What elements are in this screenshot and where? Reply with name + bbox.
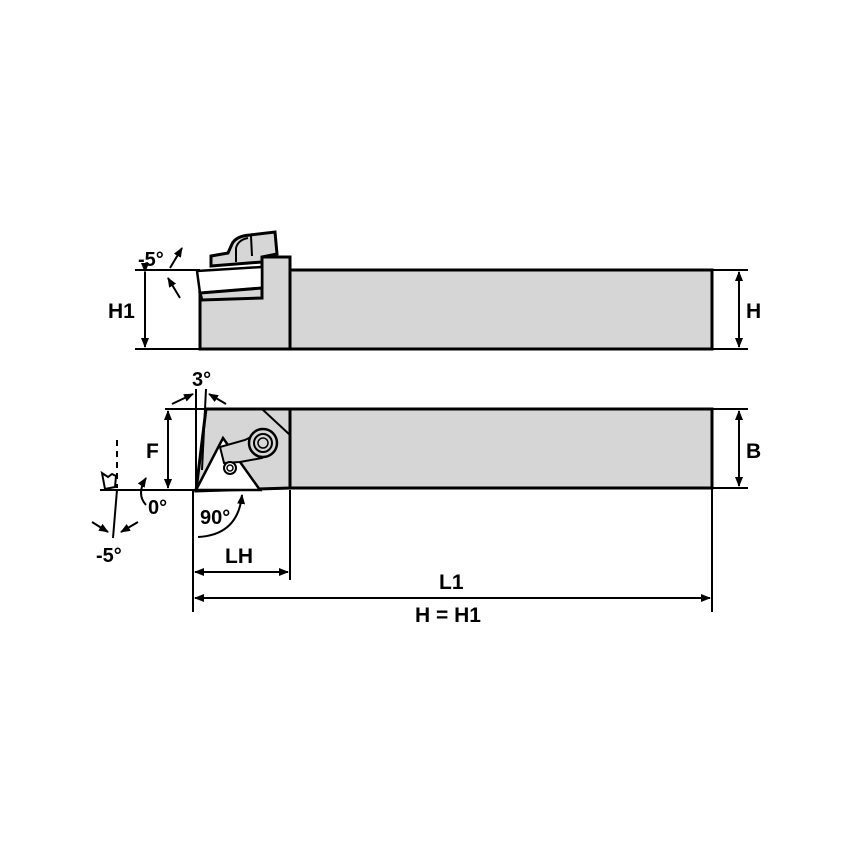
l1-label: L1 bbox=[439, 571, 464, 594]
rake-arrow-left bbox=[91, 521, 109, 533]
rake-angle-label: -5° bbox=[96, 545, 122, 567]
lead-angle-arc bbox=[137, 477, 147, 506]
clamp-screw-inner bbox=[253, 433, 273, 453]
lh-label: LH bbox=[225, 545, 253, 568]
clearance-arrow-left bbox=[171, 393, 194, 405]
chip-profile-icon bbox=[100, 470, 118, 491]
clamp-screw-hex-icon bbox=[257, 437, 269, 449]
top-shank bbox=[288, 407, 714, 490]
clearance-flank-line bbox=[201, 388, 207, 471]
top-view: 3° F B 0° -5° 90° LH bbox=[91, 369, 761, 612]
clearance-angle-label: 3° bbox=[192, 369, 211, 391]
approach-angle-label: 90° bbox=[200, 507, 230, 529]
side-clamp-edge bbox=[250, 235, 253, 257]
incl-arrow-top bbox=[169, 247, 183, 269]
side-clamp bbox=[209, 230, 279, 268]
side-shank bbox=[288, 268, 714, 351]
clearance-arrow-right bbox=[208, 393, 227, 405]
equality-note: H = H1 bbox=[415, 604, 481, 627]
insert-hole-inner bbox=[226, 464, 234, 472]
f-label: F bbox=[146, 440, 159, 463]
rake-line bbox=[112, 489, 118, 539]
approach-angle-arc bbox=[197, 494, 246, 538]
insert-hole-outer bbox=[223, 461, 237, 475]
overall-dimension: L1 H = H1 bbox=[194, 488, 713, 627]
side-view: H1 H -5° bbox=[108, 230, 761, 351]
b-label: B bbox=[746, 440, 761, 463]
incl-arrow-bottom bbox=[167, 277, 181, 299]
head-chamfer bbox=[261, 408, 291, 436]
rake-arrow-right bbox=[120, 521, 139, 533]
lead-angle-label: 0° bbox=[148, 497, 167, 519]
inclination-angle-label: -5° bbox=[138, 249, 164, 271]
side-insert-seat bbox=[198, 286, 264, 302]
h1-label: H1 bbox=[108, 300, 135, 323]
side-clamp-screw bbox=[235, 237, 249, 262]
h-label: H bbox=[746, 300, 761, 323]
